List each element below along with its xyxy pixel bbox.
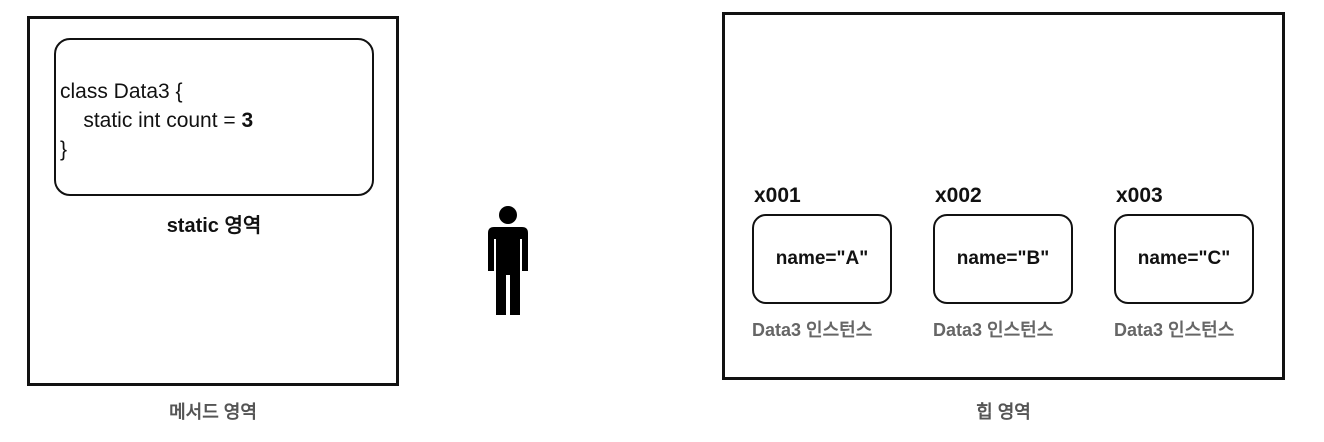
code-line-close: } [60, 138, 68, 161]
count-value: 3 [241, 109, 254, 132]
instance-address: x001 [754, 184, 801, 207]
code-field-text: static int count = [60, 109, 242, 132]
instance-x002: x002 name="B" Data3 인스턴스 [933, 183, 1075, 342]
instance-box: name="B" [933, 214, 1073, 304]
instance-address: x003 [1116, 184, 1163, 207]
method-area-box [27, 16, 399, 386]
instance-address: x002 [935, 184, 982, 207]
instance-x003: x003 name="C" Data3 인스턴스 [1114, 183, 1256, 342]
class-code-block: class Data3 { static int count = 3} [60, 77, 253, 164]
static-area-label: static 영역 [166, 215, 262, 237]
instance-box: name="C" [1114, 214, 1254, 304]
code-line-field: static int count = 3 [60, 106, 253, 135]
method-area-caption: 메서드 영역 [169, 402, 257, 422]
instance-label: Data3 인스턴스 [1114, 320, 1235, 340]
instance-box: name="A" [752, 214, 892, 304]
heap-area-box [722, 12, 1285, 380]
static-class-box [54, 38, 374, 196]
instance-label: Data3 인스턴스 [752, 320, 873, 340]
instance-x001: x001 name="A" Data3 인스턴스 [752, 183, 894, 342]
heap-area-caption: 힙 영역 [976, 402, 1031, 422]
person-icon [488, 206, 528, 315]
instance-label: Data3 인스턴스 [933, 320, 1054, 340]
code-line-class: class Data3 { [60, 80, 183, 103]
